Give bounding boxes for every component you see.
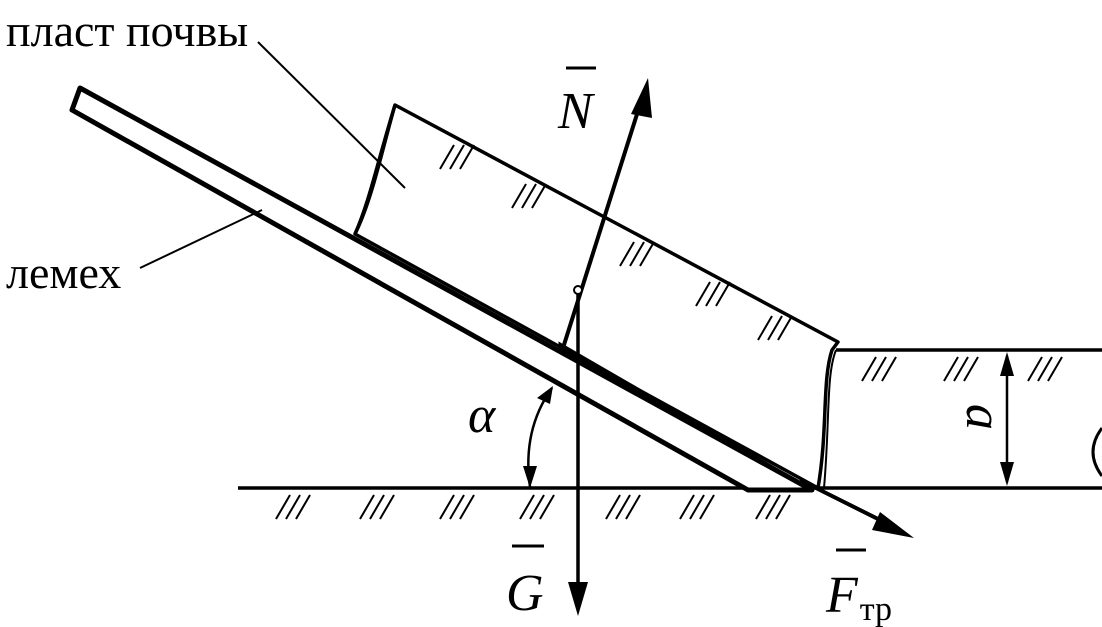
depth-arrow-bottom [1000,462,1014,486]
share-label: лемех [6,247,121,298]
normal-force-label: N [557,83,596,140]
soil-layer-leader-line [257,41,406,189]
furrow-wall-edge [823,349,837,489]
depth-label: a [955,404,1012,430]
friction-force-subscript: тр [860,591,892,627]
gravity-force-arrowhead [568,582,588,616]
normal-force-arrowhead [631,78,652,118]
ground-hatching [275,494,791,520]
gravity-force-label: G [506,565,544,622]
angle-alpha-label: α [468,387,497,444]
soil-layer-hatching [439,144,793,341]
soil-layer-rear-face [353,104,397,235]
angle-alpha-arrow-bottom [523,466,537,488]
friction-force-label: Fтр [825,567,892,627]
share-contact-edge [558,341,813,492]
partial-circle-edge [1091,427,1102,477]
force-application-point [573,285,583,295]
soil-layer-label: пласт почвы [6,5,248,56]
share-leader-line [139,209,263,269]
soil-top-hatching [861,356,1063,382]
friction-force-arrowhead [872,512,914,538]
depth-arrow-top [1000,352,1014,376]
friction-force-letter: F [825,567,859,624]
angle-alpha-arrow-top [537,386,553,404]
